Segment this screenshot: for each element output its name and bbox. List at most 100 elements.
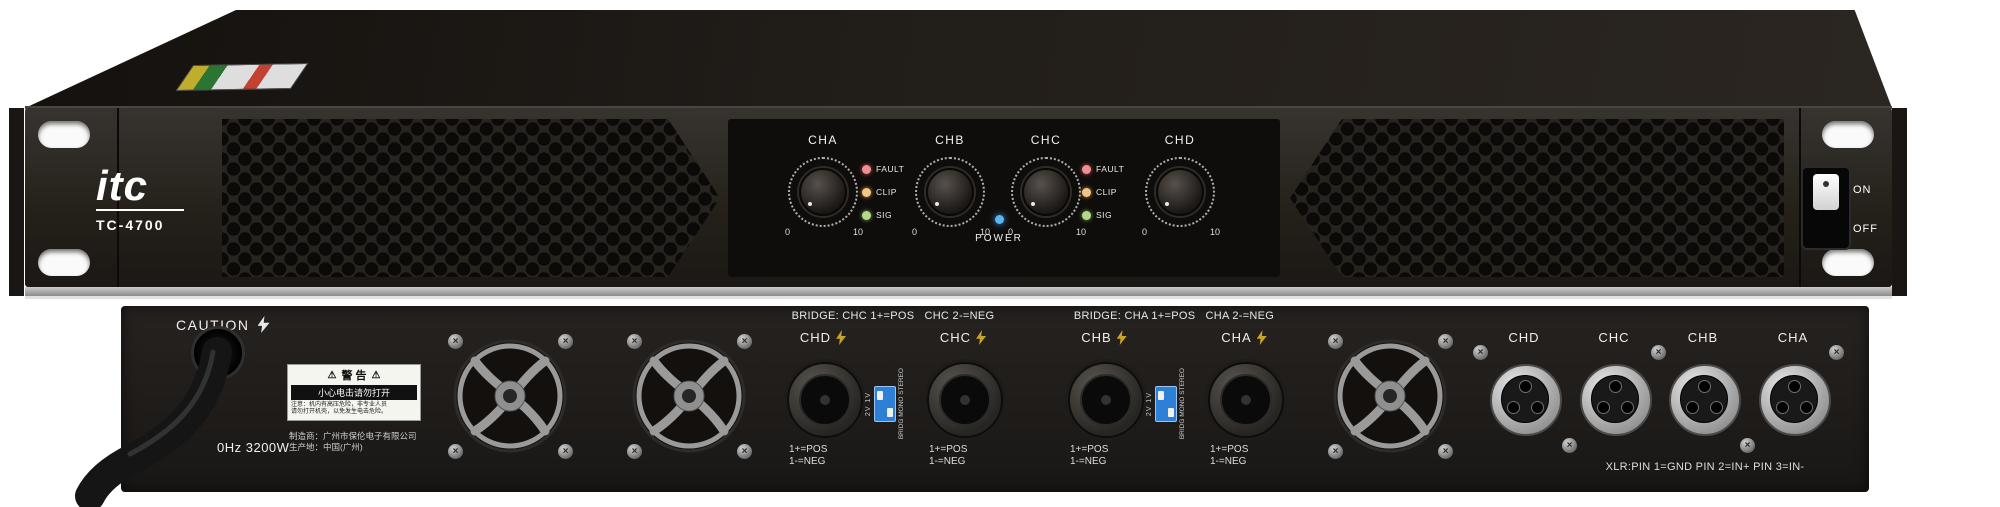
led-group-ab: FAULT CLIP SIG [862,162,920,231]
lightning-bolt-icon [1256,330,1267,345]
dip-switch-block[interactable] [1155,386,1177,422]
xlr-connector-chd [1490,364,1562,436]
gain-knob-chd[interactable] [1156,168,1204,216]
screw-icon: × [1438,334,1453,349]
screw-icon: × [1438,444,1453,459]
xlr-face [1680,375,1728,423]
scale-min: 0 [1142,227,1148,237]
warning-note-line: 注意：机内有高压危险，非专业人员 [291,402,388,408]
scale-min: 0 [912,227,918,237]
xlr-pin-hole [1686,401,1699,414]
dip-mode-labels: BRIDG MONO STEREO [1179,368,1186,440]
led-label: FAULT [876,164,905,174]
led-label: SIG [876,210,893,220]
dip-toggle[interactable] [887,408,893,417]
rack-mount-hole [1822,121,1874,148]
clip-led [1082,187,1091,197]
speakon-face [939,374,991,426]
dip-toggle[interactable] [877,391,883,400]
screw-icon: × [448,444,463,459]
manufacturer-line: 制造商：广州市保伦电子有限公司 [289,431,417,441]
screw-icon: × [1562,438,1577,453]
xlr-pin-hole [1710,401,1723,414]
speakon-center [820,395,830,405]
terminal-line: 1+=POS [1210,444,1249,455]
scale-max: 10 [1209,227,1220,237]
gain-knob-cha[interactable] [799,168,847,216]
warning-note-line: 请勿打开机壳，以免发生电击危险。 [291,409,388,415]
terminal-line: 1-=NEG [1070,456,1107,467]
right-ear-seam [1799,108,1801,287]
warning-subtitle: 小心电击请勿打开 [291,385,417,400]
bridge-label-chc: BRIDGE: CHC 1+=POS CHC 2-=NEG [791,310,995,322]
screw-icon: × [737,444,752,459]
screw-icon: × [558,334,573,349]
rocker-button[interactable] [1813,174,1839,210]
front-edge-highlight [25,106,1892,109]
scale-max: 10 [979,227,990,237]
screw-icon: × [448,334,463,349]
ventilation-grille-right [1290,119,1784,277]
xlr-pin-hole [1621,401,1634,414]
scale-max: 10 [852,227,863,237]
channel-d-control: CHD 0 10 [1142,119,1220,277]
mode-dip-switch-dc[interactable]: 2V 1V BRIDG MONO STEREO [865,368,905,439]
dip-toggle[interactable] [1168,408,1174,417]
xlr-pinout-note: XLR:PIN 1=GND PIN 2=IN+ PIN 3=IN- [1605,461,1805,473]
top-sticker [175,63,309,91]
speakon-channel-label: CHB [1064,330,1144,345]
brand-name: itc [96,162,149,209]
chassis-bottom-edge [25,287,1892,296]
led-label: SIG [1096,210,1113,220]
channel-name: CHC [939,330,972,345]
xlr-face [1591,375,1639,423]
power-label: POWER [975,233,1023,244]
screw-icon: × [737,334,752,349]
knob-tick-ring [915,157,985,227]
chassis-top-surface [25,10,1892,108]
mode-dip-switch-ba[interactable]: 2V 1V BRIDG MONO STEREO [1146,368,1186,439]
fault-led [862,164,871,174]
dip-switch-block[interactable] [874,386,896,422]
xlr-pin-hole [1507,401,1520,414]
led-label: FAULT [1096,164,1125,174]
channel-label: CHC [1030,133,1062,147]
bridge-label-cha: BRIDGE: CHA 1+=POS CHA 2-=NEG [1073,310,1275,322]
gain-knob-chc[interactable] [1022,168,1070,216]
front-shadow [25,296,1892,299]
dip-toggle[interactable] [1158,391,1164,400]
channel-name: CHD [799,330,832,345]
right-rack-flange [1892,108,1907,296]
scale-max: 10 [1075,227,1086,237]
channel-label: CHD [1164,133,1196,147]
dip-mode-labels: BRIDG MONO STEREO [898,368,905,440]
power-switch[interactable] [1801,166,1851,250]
terminal-line: 1-=NEG [789,456,826,467]
speakon-center [1241,395,1251,405]
rack-mount-hole [38,121,90,148]
xlr-connector-chc [1580,364,1652,436]
power-led [994,215,1004,224]
xlr-face [1501,375,1549,423]
screw-icon: × [1473,345,1488,360]
xlr-pin-hole [1519,380,1532,393]
speakon-channel-label: CHA [1204,330,1284,345]
dip-voltage-labels: 2V 1V [1146,391,1153,417]
speakon-channel-label: CHC [923,330,1003,345]
xlr-pin-hole [1800,401,1813,414]
xlr-connector-chb [1669,364,1741,436]
gain-knob-chb[interactable] [926,168,974,216]
xlr-channel-label: CHD [1508,330,1540,345]
terminal-line: 1+=POS [929,444,968,455]
speakon-channel-label: CHD [783,330,863,345]
terminal-line: 1+=POS [789,444,828,455]
speakon-face [1220,374,1272,426]
left-ear-seam [117,108,119,287]
clip-led [862,187,871,197]
warning-triangle-icon: ⚠ [327,369,337,381]
speakon-center [960,395,970,405]
xlr-channel-label: CHB [1687,330,1719,345]
